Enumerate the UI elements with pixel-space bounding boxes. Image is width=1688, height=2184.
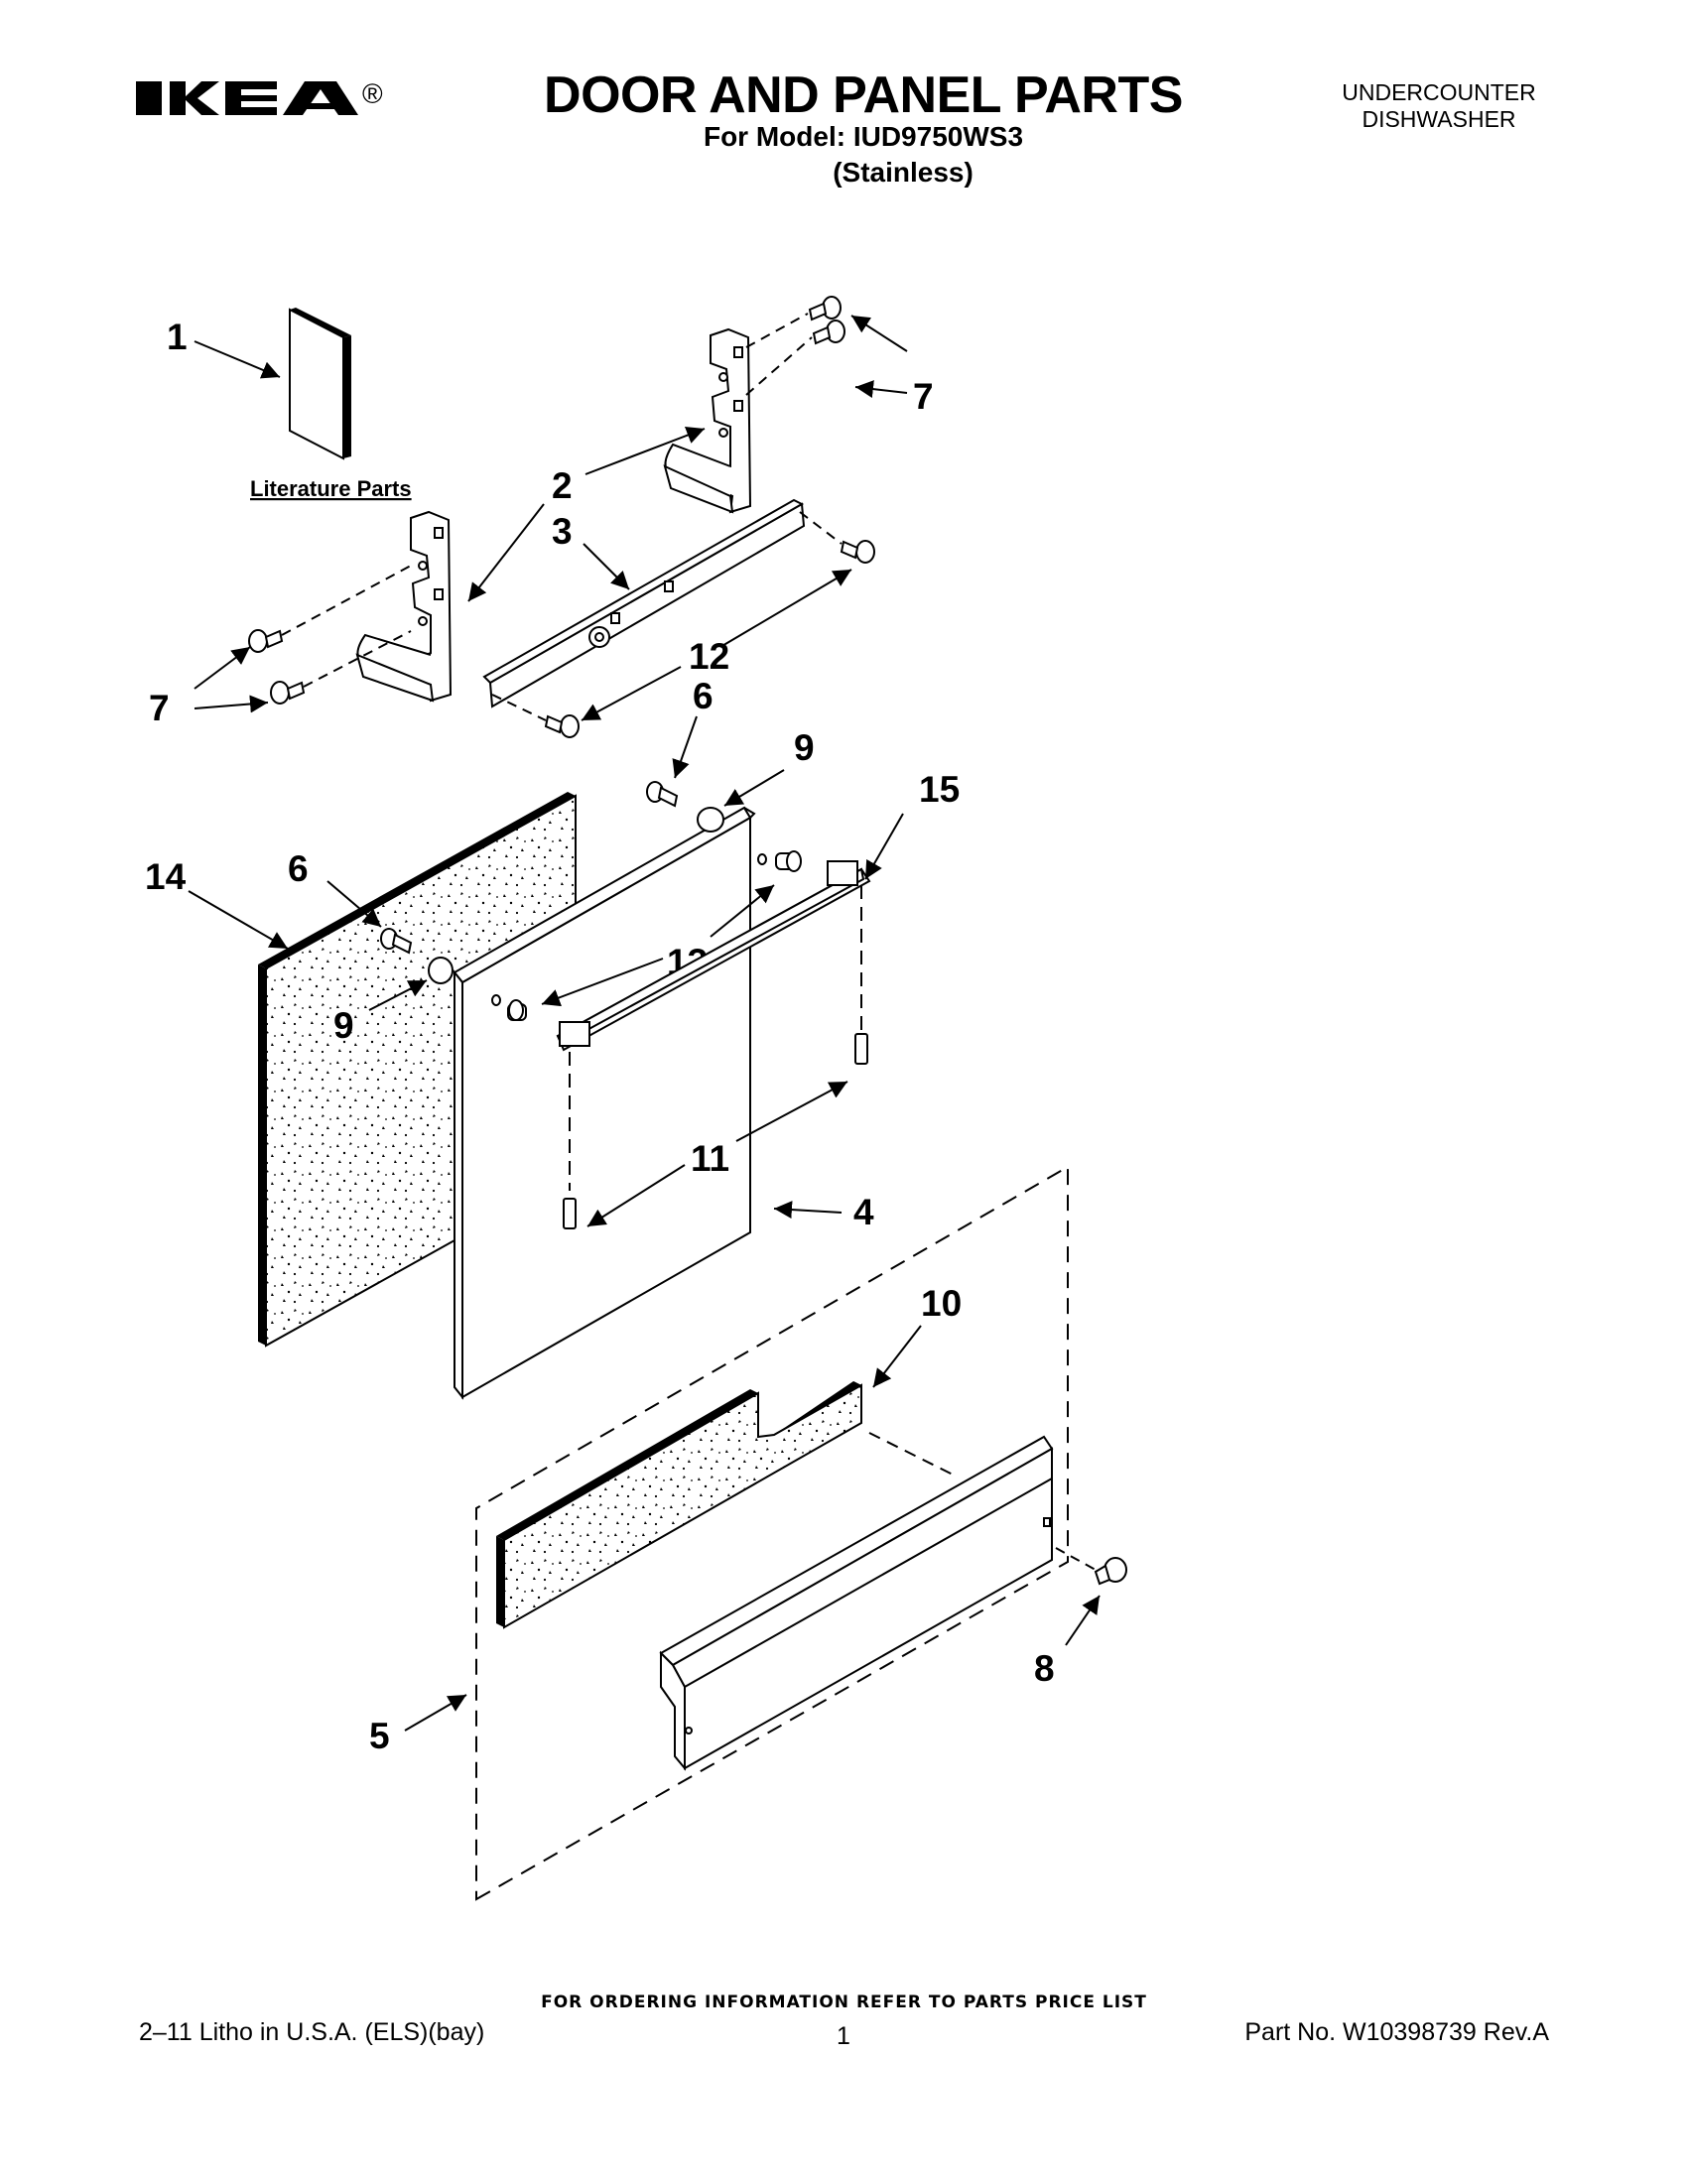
- model-line: For Model: IUD9750WS3: [703, 121, 1024, 152]
- callout-2: 2: [552, 465, 573, 506]
- part-number: Part No. W10398739 Rev.A: [1244, 2018, 1549, 2046]
- screw-12-left: [544, 714, 580, 738]
- callout-15: 15: [919, 769, 960, 810]
- toe-insulation: [496, 1381, 862, 1629]
- screw-7-upper-b: [812, 320, 845, 345]
- stud-11-left: [563, 1198, 577, 1229]
- mounting-bracket-right: [663, 327, 752, 514]
- callout-12: 12: [689, 636, 729, 677]
- ordering-note: FOR ORDERING INFORMATION REFER TO PARTS …: [541, 1992, 1147, 2012]
- stud-11-right: [854, 1033, 868, 1065]
- screw-7-left-a: [248, 629, 284, 653]
- callout-11: 11: [691, 1138, 729, 1179]
- page-number: 1: [837, 2022, 850, 2050]
- callout-5: 5: [369, 1716, 390, 1756]
- literature-parts-label: Literature Parts: [250, 476, 412, 501]
- washer-9-right: [697, 807, 724, 833]
- litho-info: 2–11 Litho in U.S.A. (ELS)(bay): [139, 2018, 485, 2046]
- washer-9-left: [428, 957, 454, 984]
- callout-9-left: 9: [333, 1005, 354, 1046]
- literature-booklet: [289, 308, 351, 460]
- callout-6-right: 6: [693, 676, 714, 716]
- screw-7-upper-a: [808, 296, 842, 321]
- callout-9-right: 9: [794, 727, 815, 768]
- standoff-13-right: [757, 850, 802, 872]
- callout-7-right: 7: [913, 376, 934, 417]
- screw-7-left-b: [270, 681, 306, 705]
- mounting-bracket-left: [355, 510, 453, 703]
- category-line-1: UNDERCOUNTER: [1342, 79, 1536, 105]
- callout-1: 1: [167, 317, 188, 357]
- toe-panel: [659, 1435, 1054, 1771]
- callout-6-left: 6: [288, 848, 309, 889]
- category-line-2: DISHWASHER: [1362, 106, 1516, 132]
- callout-3: 3: [552, 511, 573, 552]
- leader-1: [194, 340, 281, 379]
- callout-8: 8: [1034, 1648, 1055, 1689]
- callout-4: 4: [853, 1192, 874, 1232]
- standoff-13-left: [491, 994, 527, 1021]
- screw-6-right: [646, 781, 679, 808]
- door-panel: [453, 806, 756, 1400]
- callout-14: 14: [145, 856, 187, 897]
- toe-panel-assembly-outline: [475, 1165, 1069, 1901]
- model-variant: (Stainless): [833, 157, 974, 188]
- ikea-logo: ®: [136, 78, 383, 115]
- screw-6-left: [380, 928, 413, 955]
- svg-text:®: ®: [362, 78, 383, 109]
- callout-10: 10: [921, 1283, 962, 1324]
- clip-8: [1094, 1557, 1127, 1586]
- appliance-category: UNDERCOUNTER DISHWASHER: [1290, 79, 1588, 133]
- support-bar: [482, 498, 806, 708]
- page-title: DOOR AND PANEL PARTS: [544, 66, 1183, 124]
- callout-7-left: 7: [149, 688, 170, 728]
- screw-12-right: [840, 540, 875, 564]
- door-handle: [556, 860, 871, 1052]
